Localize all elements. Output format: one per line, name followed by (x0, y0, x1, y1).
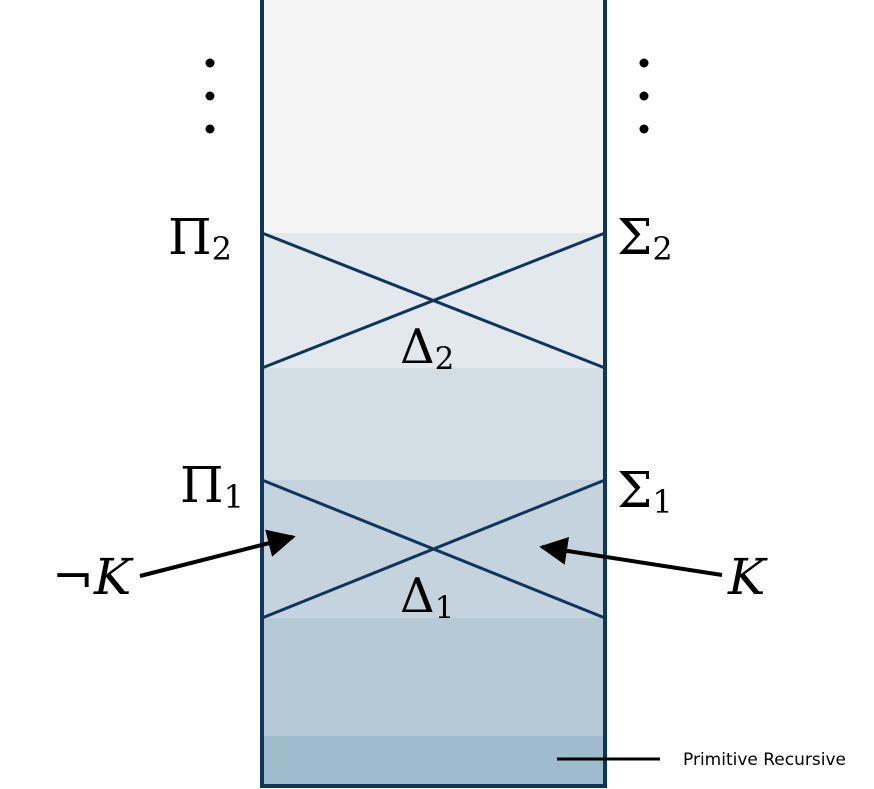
sigma2-label: Σ2 (617, 208, 673, 268)
not-k-label: ¬K (52, 548, 134, 606)
pi1-label: Π1 (180, 456, 244, 516)
band-top (262, 0, 605, 233)
pi2-label: Π2 (168, 208, 232, 268)
delta1-label: Δ1 (400, 568, 454, 626)
k-arrow (539, 537, 723, 577)
sigma1-label: Σ1 (617, 461, 673, 521)
hierarchy-column-border (260, 0, 607, 788)
band-primitive-recursive (262, 736, 605, 786)
k-label: K (727, 548, 768, 606)
left-ellipsis-dots (205, 58, 215, 134)
sigma1-boundary-line (261, 478, 606, 620)
primitive-recursive-label: Primitive Recursive (683, 750, 846, 770)
band-middle (262, 368, 605, 480)
delta2-label: Δ2 (400, 319, 454, 377)
right-ellipsis-dots (639, 58, 649, 134)
sigma2-boundary-line (261, 231, 606, 370)
band-lower (262, 618, 605, 736)
not-k-arrow (139, 529, 296, 578)
